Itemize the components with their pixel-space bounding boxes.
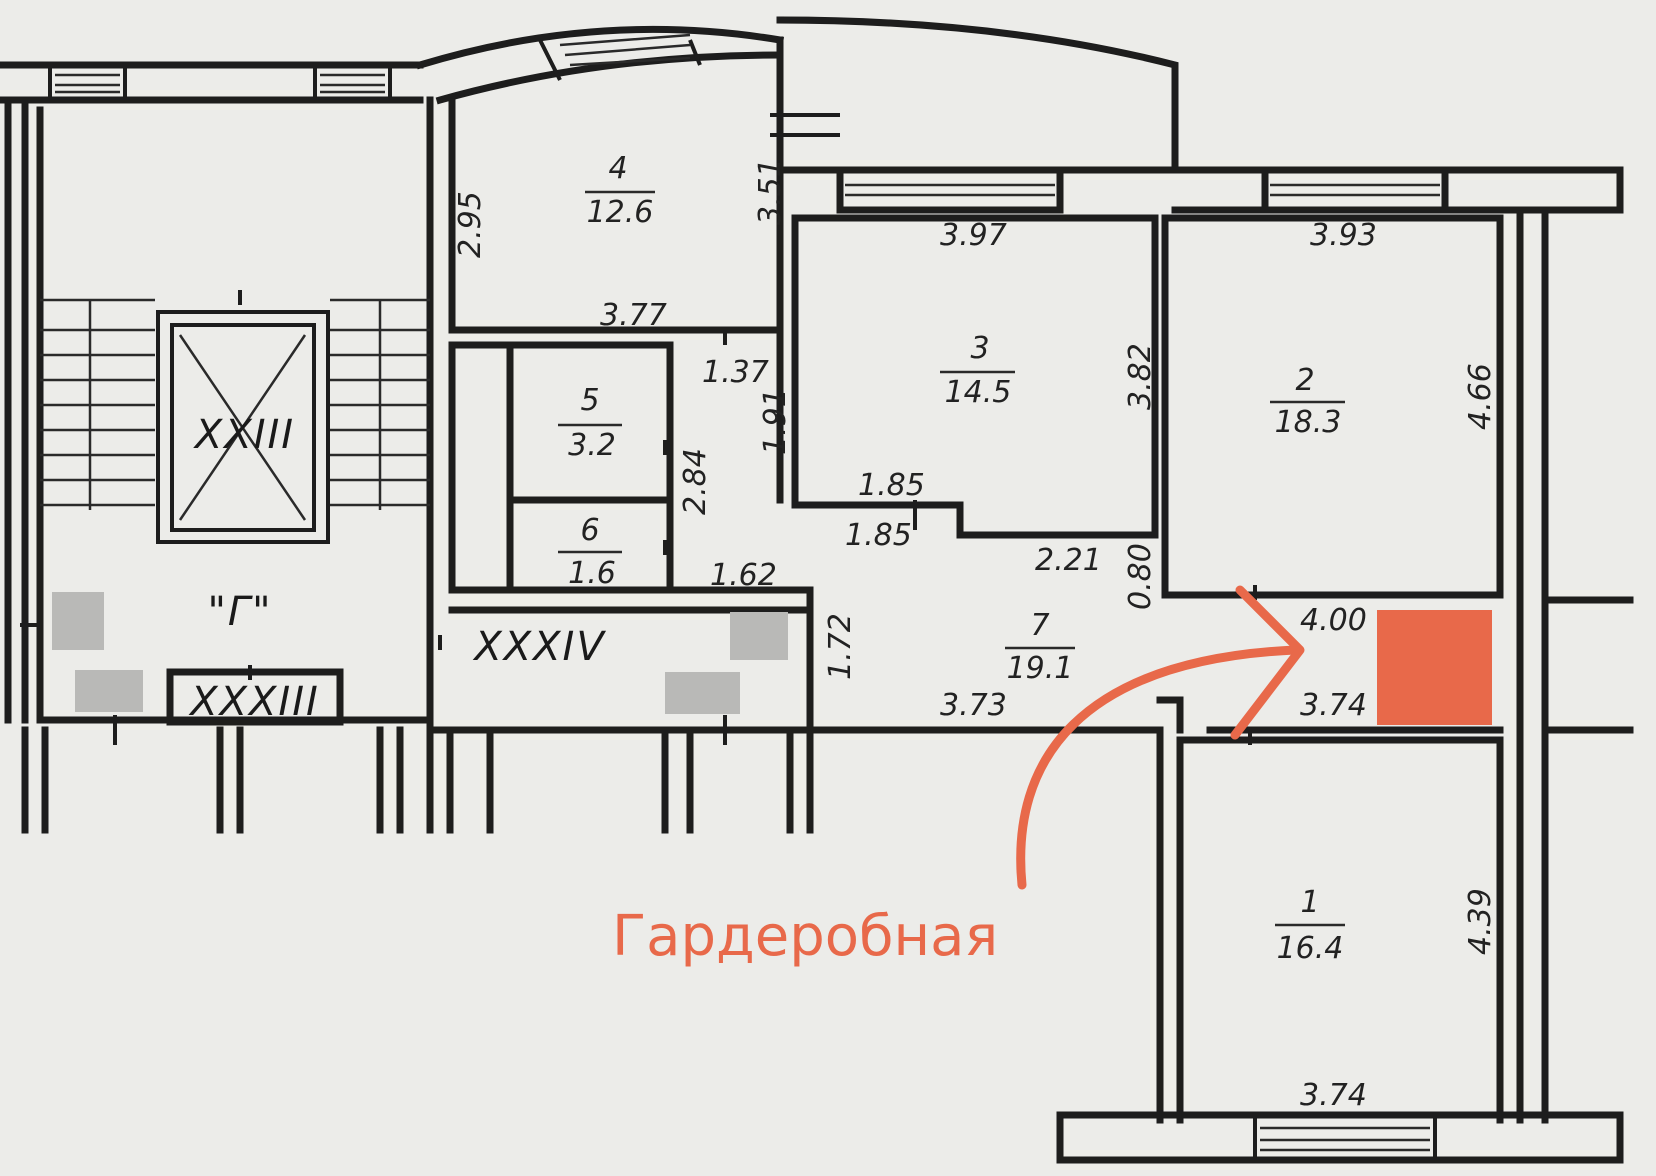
room-2-area: 18.3 [1275, 405, 1342, 440]
dim-1-91: 1.91 [758, 388, 793, 455]
redaction-marks [52, 592, 788, 714]
annotation-label: Гардеробная [612, 904, 998, 969]
dim-2-84: 2.84 [678, 448, 713, 515]
dim-4-66: 4.66 [1463, 363, 1498, 430]
dim-3-77: 3.77 [600, 298, 667, 333]
dim-3-73: 3.73 [940, 688, 1007, 723]
dim-2-95: 2.95 [453, 191, 488, 258]
room-7-area: 19.1 [1007, 651, 1074, 686]
dim-4-00: 4.00 [1300, 603, 1367, 638]
room-7-number: 7 [1030, 608, 1049, 643]
room-5-number: 5 [580, 383, 599, 418]
dim-3-51: 3.51 [753, 158, 788, 225]
dim-2-21: 2.21 [1035, 543, 1102, 578]
dim-3-74-mid: 3.74 [1300, 688, 1367, 723]
dim-1-85-bottom: 1.85 [845, 518, 912, 553]
room-1-number: 1 [1300, 885, 1319, 920]
section-labels: XXIII "Г" XXXIV XXXIII [188, 412, 606, 725]
room-4-number: 4 [608, 151, 627, 186]
dim-1-72: 1.72 [823, 613, 858, 680]
dim-1-62: 1.62 [710, 558, 777, 593]
wardrobe-highlight [1377, 610, 1492, 725]
dimension-labels: 2.95 3.51 3.77 3.97 3.93 1.37 1.91 3.82 … [453, 158, 1498, 1113]
dim-3-97: 3.97 [940, 218, 1007, 253]
stair-hall-label: "Г" [207, 589, 272, 635]
chute-label: XXXIII [188, 679, 320, 725]
annotation-arrow [1016, 585, 1305, 890]
dim-3-82: 3.82 [1123, 343, 1158, 410]
room-6-number: 6 [580, 513, 599, 548]
dim-0-80: 0.80 [1123, 543, 1158, 610]
dim-1-85-top: 1.85 [858, 468, 925, 503]
room-3-number: 3 [970, 331, 989, 366]
dim-1-37: 1.37 [702, 355, 769, 390]
elevator-label: XXIII [193, 412, 295, 458]
room-labels: 4 12.6 3 14.5 2 18.3 5 3.2 6 1.6 7 19.1 … [558, 151, 1345, 966]
walls [0, 16, 1634, 1164]
dim-3-74-bottom: 3.74 [1300, 1078, 1367, 1113]
room-1-area: 16.4 [1277, 931, 1344, 966]
dim-3-93: 3.93 [1310, 218, 1377, 253]
dim-4-39: 4.39 [1463, 888, 1498, 955]
room-6-area: 1.6 [568, 556, 616, 591]
room-2-number: 2 [1295, 363, 1314, 398]
room-4-area: 12.6 [587, 195, 654, 230]
corridor-label: XXXIV [472, 624, 606, 670]
room-5-area: 3.2 [568, 428, 616, 463]
room-3-area: 14.5 [945, 375, 1012, 410]
